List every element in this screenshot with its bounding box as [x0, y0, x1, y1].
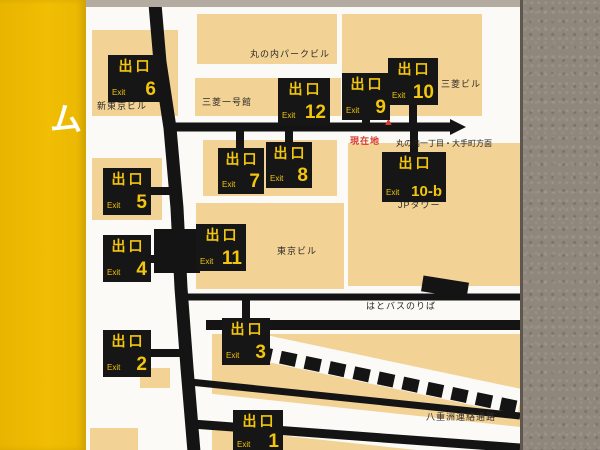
exit-jp-label: 出口: [242, 413, 277, 429]
exit-number: 2: [136, 354, 147, 375]
exit-sign-9: 出口 Exit 9: [342, 73, 390, 120]
exit-en-label: Exit: [200, 257, 214, 266]
exit-en-label: Exit: [386, 188, 400, 197]
exit-number: 6: [145, 79, 156, 100]
signboard-yellow-panel: [0, 0, 86, 450]
label-hato-bus-stop: はとバスのりば: [366, 301, 437, 311]
exit-jp-label: 出口: [111, 171, 146, 187]
exit-jp-label: 出口: [350, 76, 385, 92]
exit-en-label: Exit: [226, 351, 240, 360]
exit-en-label: Exit: [237, 440, 251, 449]
exit-jp-label: 出口: [118, 58, 153, 74]
exit-sign-7: 出口 Exit 7: [218, 148, 264, 194]
exit-sign-3: 出口 Exit 3: [222, 318, 270, 365]
exit-number: 8: [297, 165, 308, 186]
exit-sign-11: 出口 Exit 11: [196, 224, 246, 271]
exit-number: 12: [304, 102, 326, 123]
exit-jp-label: 出口: [397, 61, 432, 77]
exit-sign-10-b: 出口 Exit 10-b: [382, 152, 446, 202]
exit-jp-label: 出口: [205, 227, 240, 243]
exit-sign-12: 出口 Exit 12: [278, 78, 330, 125]
direction-arrow-icon: [450, 119, 466, 135]
exit-number: 7: [249, 171, 260, 192]
label-yaesu-passage: 八重洲連絡通路: [426, 412, 497, 422]
exit-en-label: Exit: [107, 363, 121, 372]
exit-sign-2: 出口 Exit 2: [103, 330, 151, 377]
label-shin-tokyo-bldg: 新東京ビル: [97, 101, 148, 111]
exit-sign-6: 出口 Exit 6: [108, 55, 160, 102]
exit-sign-8: 出口 Exit 8: [266, 142, 312, 188]
exit-jp-label: 出口: [111, 238, 146, 254]
exit-number: 1: [268, 431, 279, 450]
exit-en-label: Exit: [112, 88, 126, 97]
label-jp-tower: JPタワー: [398, 200, 441, 210]
exit-number: 11: [221, 248, 242, 269]
exit-number: 5: [136, 192, 147, 213]
exit-jp-label: 出口: [288, 81, 323, 97]
exit-number: 10: [412, 82, 434, 103]
exit-jp-label: 出口: [111, 333, 146, 349]
exit-sign-5: 出口 Exit 5: [103, 168, 151, 215]
exit-en-label: Exit: [270, 174, 284, 183]
exit-jp-label: 出口: [230, 321, 265, 337]
wall-right: [520, 0, 600, 450]
exit-jp-label: 出口: [225, 151, 260, 167]
passage-junctions: [154, 119, 469, 299]
exit-en-label: Exit: [222, 180, 236, 189]
exit-number: 10-b: [411, 183, 442, 200]
exit-number: 4: [136, 259, 147, 280]
exit-en-label: Exit: [107, 268, 121, 277]
label-marunouchi-park-bldg: 丸の内パークビル: [250, 49, 331, 59]
label-tokyo-bldg: 東京ビル: [277, 246, 318, 256]
exit-en-label: Exit: [107, 201, 121, 210]
current-location-label: 現在地: [350, 136, 381, 146]
label-mitsubishi-ichigokan: 三菱一号館: [202, 97, 253, 107]
exit-en-label: Exit: [282, 111, 296, 120]
passages-black: [148, 3, 521, 450]
label-mitsubishi-bldg: 三菱ビル: [441, 79, 482, 89]
current-location-marker-icon: ▲: [383, 116, 394, 128]
exit-number: 9: [375, 97, 386, 118]
exit-jp-label: 出口: [398, 155, 433, 171]
exit-en-label: Exit: [346, 106, 360, 115]
exit-jp-label: 出口: [273, 145, 308, 161]
exit-en-label: Exit: [392, 91, 406, 100]
wall-top-strip: [86, 0, 520, 7]
panel-partial-text: ム: [50, 101, 83, 137]
exit-number: 3: [255, 342, 266, 363]
direction-note: 丸の内一丁目・大手町方面: [396, 139, 492, 148]
exit-sign-4: 出口 Exit 4: [103, 235, 151, 282]
exit-sign-1: 出口 Exit 1: [233, 410, 283, 450]
exit-sign-10: 出口 Exit 10: [388, 58, 438, 105]
